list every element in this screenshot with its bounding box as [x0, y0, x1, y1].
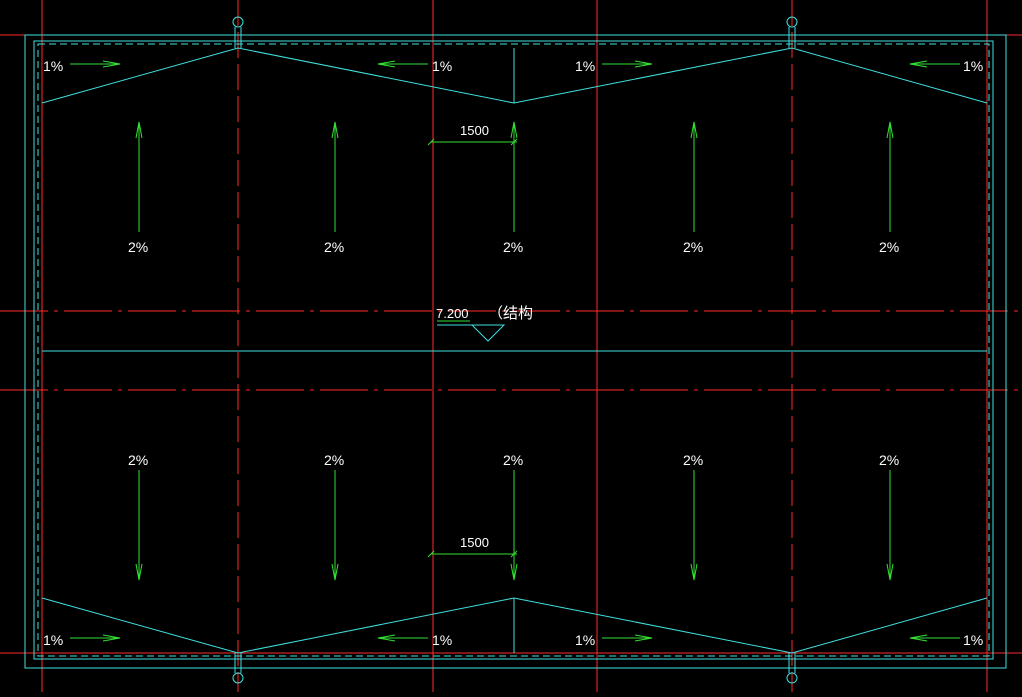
slope-label-roof: 2% [128, 239, 148, 255]
dimension-line [427, 550, 518, 558]
arrow-down-icon [510, 470, 518, 581]
outer-boundary [24, 34, 1007, 669]
arrow-left-icon [377, 634, 428, 642]
arrow-up-icon [510, 121, 518, 232]
roof-outline [24, 16, 1007, 684]
parapet-dashed [37, 43, 990, 657]
slope-label-roof: 2% [879, 239, 899, 255]
arrow-right-icon [602, 634, 653, 642]
arrow-left-icon [377, 60, 428, 68]
drain-outlet [232, 653, 244, 684]
arrow-up-icon [690, 121, 698, 232]
arrow-down-icon [690, 470, 698, 581]
slope-label-gutter: 1% [963, 58, 983, 74]
elevation-value: 7.200 [436, 306, 469, 321]
elevation-note: （结构 [488, 305, 533, 322]
arrow-up-icon [135, 121, 143, 232]
arrow-right-icon [70, 60, 121, 68]
arrow-right-icon [602, 60, 653, 68]
arrow-down-icon [135, 470, 143, 581]
dimension-line [427, 138, 518, 146]
dimension-value: 1500 [460, 123, 489, 138]
arrow-up-icon [886, 121, 894, 232]
slope-label-gutter: 1% [575, 632, 595, 648]
arrow-up-icon [331, 121, 339, 232]
inner-boundary [33, 40, 994, 660]
arrow-down-icon [331, 470, 339, 581]
annotations: 1% 1% 1% 1% 1% 1% 1% 1% 2% 2% 2% 2% 2% 2… [43, 58, 983, 648]
slope-label-roof: 2% [503, 239, 523, 255]
slope-label-gutter: 1% [963, 632, 983, 648]
drain-outlet [786, 16, 798, 48]
dimension-value: 1500 [460, 535, 489, 550]
slope-label-roof: 2% [879, 452, 899, 468]
slope-label-roof: 2% [683, 452, 703, 468]
arrow-right-icon [70, 634, 121, 642]
slope-label-roof: 2% [128, 452, 148, 468]
elevation-symbol [437, 324, 506, 342]
drain-outlet [786, 653, 798, 684]
slope-label-roof: 2% [324, 239, 344, 255]
slope-label-gutter: 1% [432, 58, 452, 74]
slope-label-gutter: 1% [43, 632, 63, 648]
slope-label-gutter: 1% [432, 632, 452, 648]
slope-label-roof: 2% [503, 452, 523, 468]
slope-label-roof: 2% [324, 452, 344, 468]
drain-outlet [232, 16, 244, 48]
slope-arrows [70, 60, 960, 642]
arrow-left-icon [909, 60, 960, 68]
slope-label-roof: 2% [683, 239, 703, 255]
slope-label-gutter: 1% [43, 58, 63, 74]
arrow-left-icon [909, 634, 960, 642]
arrow-down-icon [886, 470, 894, 581]
slope-label-gutter: 1% [575, 58, 595, 74]
